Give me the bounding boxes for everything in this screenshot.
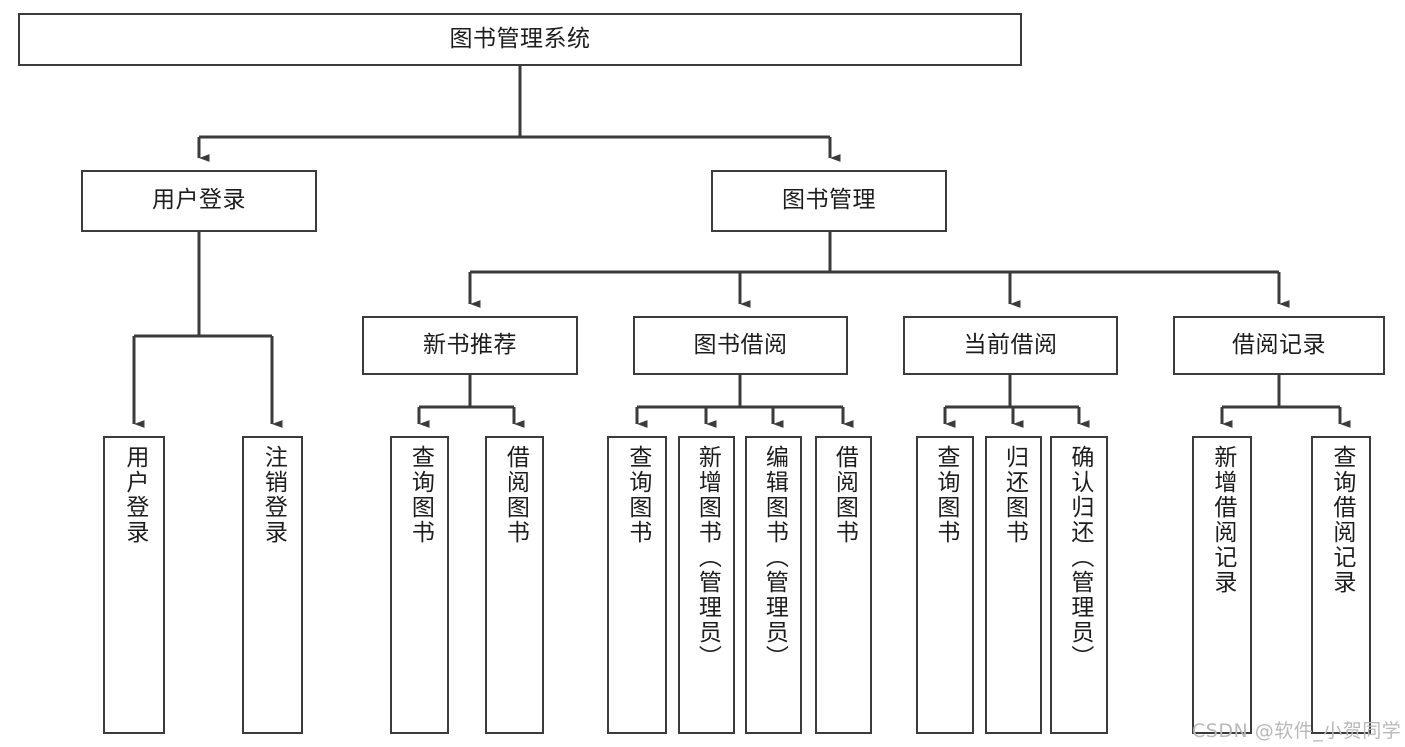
leaf-borrow-borrow-book[interactable]: 借阅图书 [815, 436, 872, 734]
edge-new-book-to-leaves [417, 375, 525, 428]
leaf-record-add-record[interactable]: 新增借阅记录 [1192, 436, 1252, 734]
leaf-newbook-borrow-book[interactable]: 借阅图书 [485, 436, 544, 734]
leaf-current-query-book[interactable]: 查询图书 [916, 436, 974, 734]
node-book-borrow[interactable]: 图书借阅 [633, 316, 848, 375]
leaf-current-confirm-return[interactable]: 确认归还（管理员） [1050, 436, 1108, 734]
leaf-borrow-add-book[interactable]: 新增图书（管理员） [678, 436, 735, 734]
node-user-login-label: 用户登录 [152, 187, 246, 214]
leaf-user-login[interactable]: 用户登录 [103, 436, 165, 734]
leaf-record-add-record-label: 新增借阅记录 [1209, 445, 1236, 595]
node-new-book-recommend-label: 新书推荐 [423, 331, 517, 358]
leaf-user-login-label: 用户登录 [121, 445, 148, 545]
leaf-borrow-borrow-book-label: 借阅图书 [831, 445, 858, 545]
leaf-borrow-query-book-label: 查询图书 [624, 445, 651, 545]
leaf-borrow-query-book[interactable]: 查询图书 [607, 436, 667, 734]
leaf-borrow-edit-book-label: 编辑图书（管理员） [761, 445, 788, 670]
node-borrow-record[interactable]: 借阅记录 [1173, 316, 1385, 375]
node-current-borrow-label: 当前借阅 [963, 331, 1058, 358]
edge-book-borrow-to-leaves [635, 375, 854, 428]
leaf-current-query-book-label: 查询图书 [932, 445, 959, 545]
leaf-record-query-record-label: 查询借阅记录 [1328, 445, 1355, 595]
node-root-system[interactable]: 图书管理系统 [18, 13, 1022, 66]
leaf-current-confirm-return-label: 确认归还（管理员） [1066, 445, 1093, 670]
edge-borrow-record-to-leaves [1220, 375, 1351, 428]
edge-root-to-level2 [197, 66, 841, 162]
leaf-logout[interactable]: 注销登录 [242, 436, 303, 734]
leaf-logout-label: 注销登录 [260, 445, 287, 545]
leaf-newbook-borrow-book-label: 借阅图书 [502, 445, 529, 545]
leaf-borrow-add-book-label: 新增图书（管理员） [694, 445, 721, 670]
node-current-borrow[interactable]: 当前借阅 [903, 316, 1118, 375]
leaf-borrow-edit-book[interactable]: 编辑图书（管理员） [745, 436, 802, 734]
edge-user-login-to-leaves [132, 232, 283, 428]
node-new-book-recommend[interactable]: 新书推荐 [362, 316, 578, 375]
leaf-current-return-book[interactable]: 归还图书 [985, 436, 1042, 734]
node-book-borrow-label: 图书借阅 [693, 331, 788, 358]
leaf-newbook-query-book[interactable]: 查询图书 [390, 436, 449, 734]
leaf-record-query-record[interactable]: 查询借阅记录 [1311, 436, 1371, 734]
node-borrow-record-label: 借阅记录 [1232, 331, 1326, 358]
leaf-newbook-query-book-label: 查询图书 [407, 445, 434, 545]
node-root-system-label: 图书管理系统 [449, 25, 591, 52]
node-book-management-label: 图书管理 [782, 187, 876, 214]
edge-book-manage-to-level3 [468, 232, 1290, 308]
node-book-management[interactable]: 图书管理 [711, 170, 947, 232]
leaf-current-return-book-label: 归还图书 [1001, 445, 1028, 545]
edge-current-borrow-to-leaves [943, 375, 1090, 428]
node-user-login[interactable]: 用户登录 [81, 170, 317, 232]
